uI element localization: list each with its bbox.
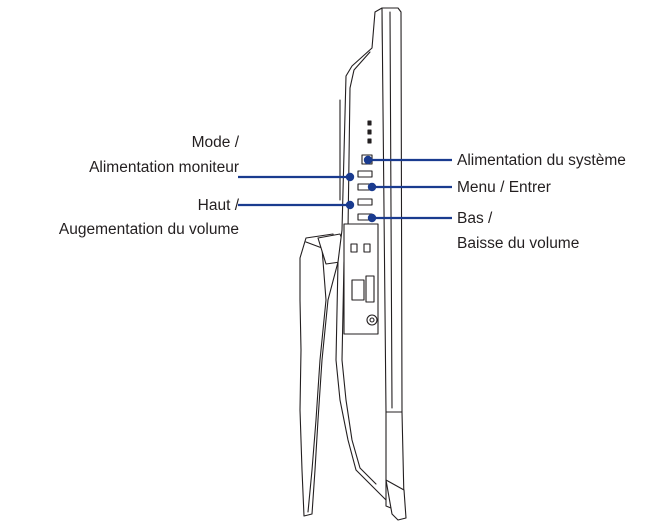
- label-menu: Menu / Entrer: [457, 179, 551, 196]
- callout-dot-menu: [367, 182, 377, 192]
- label-bas-line1: Bas /: [457, 210, 493, 227]
- callout-dot-mode: [345, 172, 355, 182]
- button-mode: [357, 170, 373, 178]
- base-foot: [385, 479, 407, 521]
- label-bas-line2: Baisse du volume: [457, 235, 580, 252]
- button-haut: [357, 198, 373, 206]
- display-panel: [381, 7, 403, 413]
- label-mode-line1: Mode /: [191, 134, 239, 151]
- callout-dot-haut: [345, 200, 355, 210]
- label-system-power: Alimentation du système: [457, 152, 626, 169]
- label-mode-line2: Alimentation moniteur: [89, 159, 239, 176]
- label-haut-line2: Augementation du volume: [58, 221, 239, 238]
- callout-dot-bas: [367, 213, 377, 223]
- callout-dot-system-power: [363, 155, 373, 165]
- label-haut-line1: Haut /: [197, 197, 239, 214]
